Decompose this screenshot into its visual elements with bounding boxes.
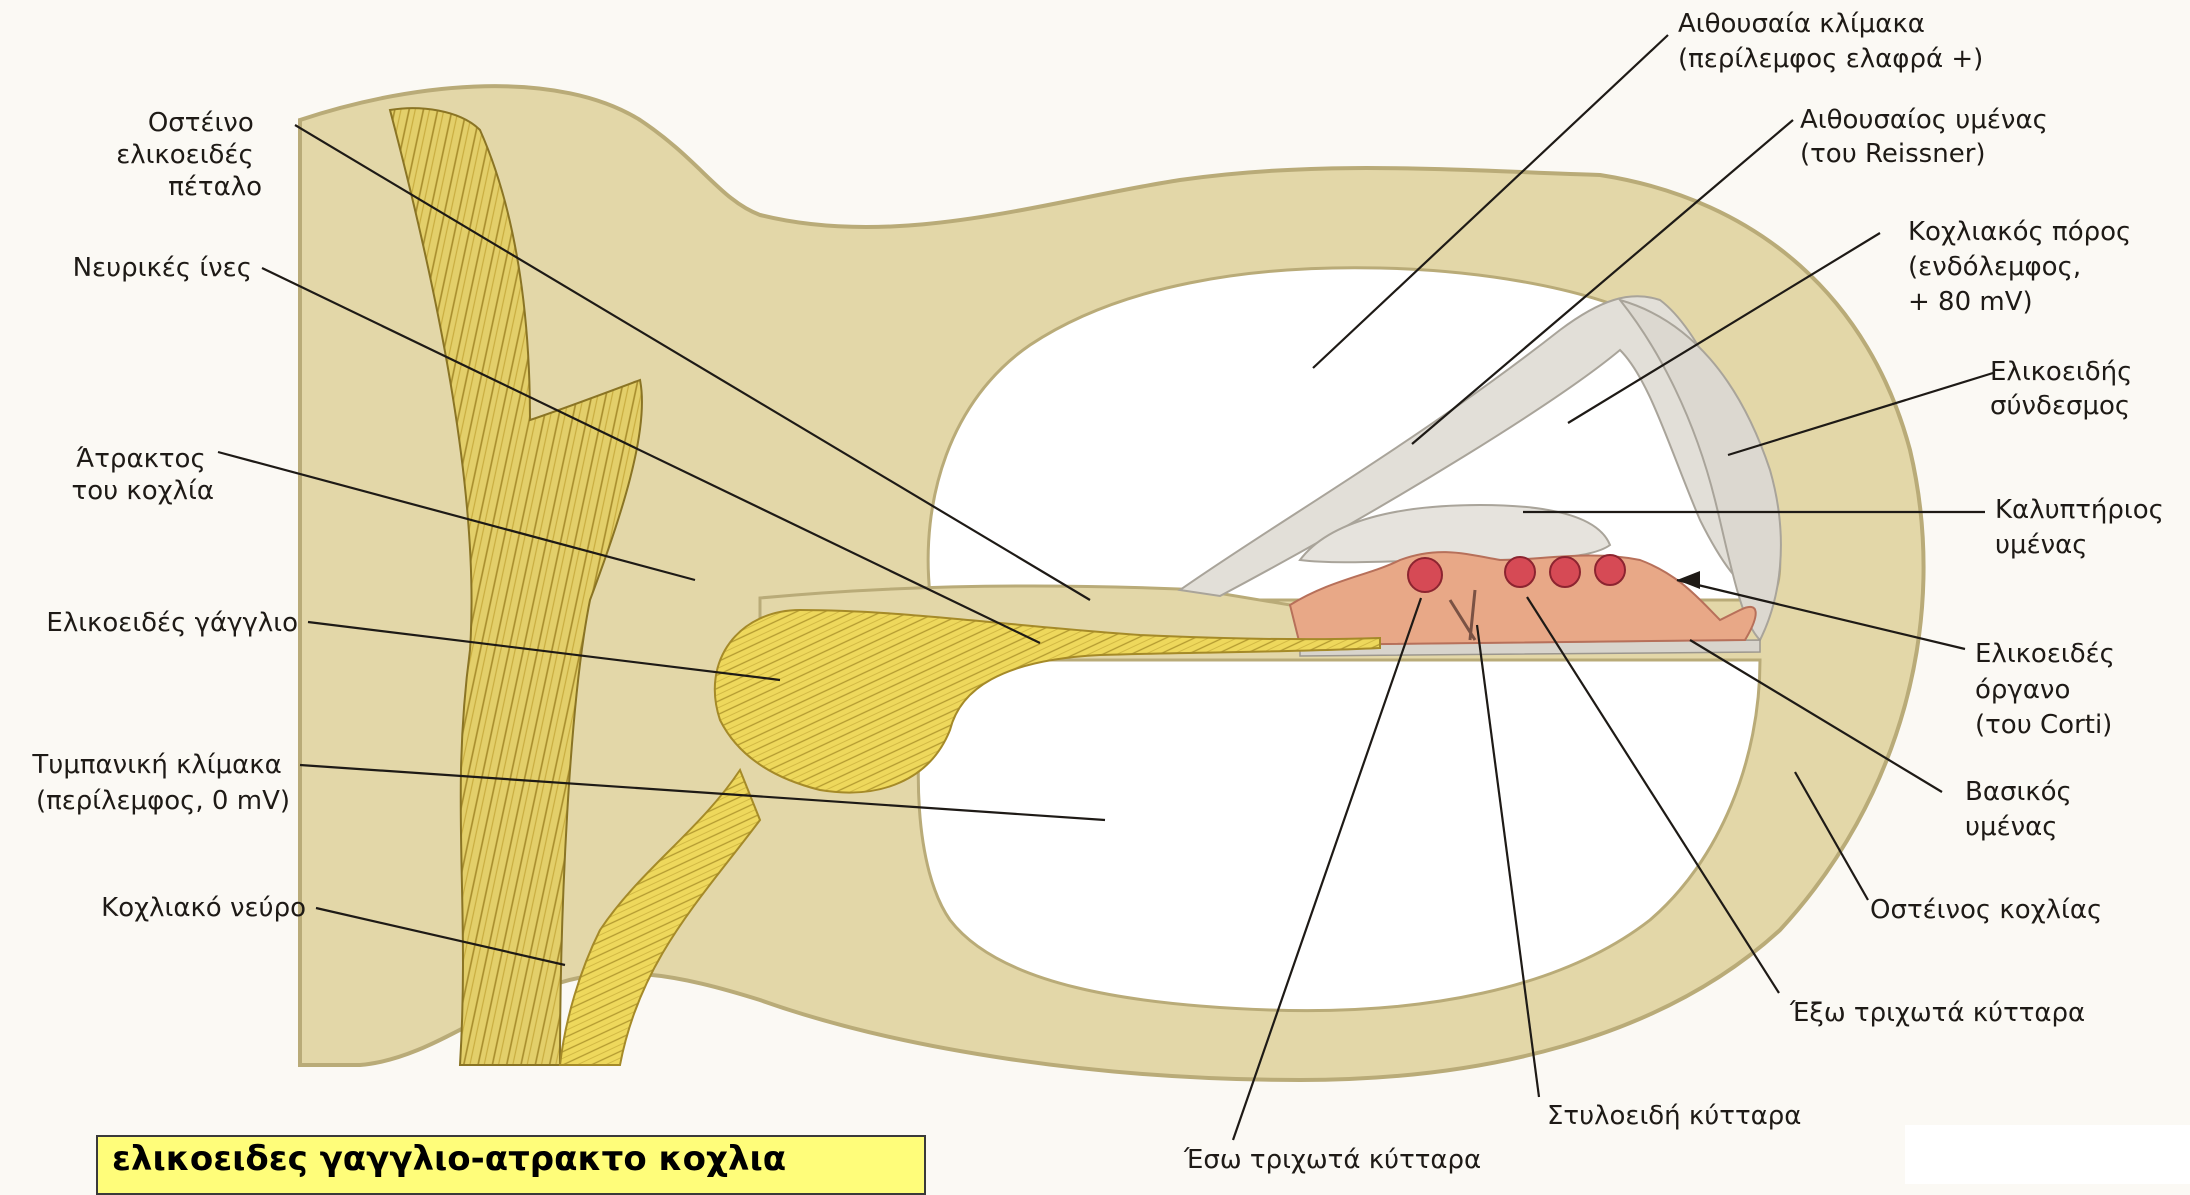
- label-nerve-fibers: Νευρικές ίνες: [73, 253, 252, 283]
- caption-text: ελικοειδες γαγγλιο-ατρακτο κοχλια: [112, 1139, 786, 1179]
- outer-hair-cell-shape: [1550, 557, 1580, 587]
- outer-hair-cell-shape: [1595, 555, 1625, 585]
- caption-box: ελικοειδες γαγγλιο-ατρακτο κοχλια: [96, 1135, 926, 1195]
- label-bony-cochlea: Οστέινος κοχλίας: [1870, 895, 2102, 925]
- label-spiral-ganglion: Ελικοειδές γάγγλιο: [46, 608, 298, 638]
- corner-patch: [1905, 1125, 2190, 1184]
- label-outer-hair-cells: Έξω τριχωτά κύτταρα: [1789, 998, 2085, 1028]
- label-cochlear-nerve: Κοχλιακό νεύρο: [101, 893, 306, 923]
- label-pillar-cells: Στυλοειδή κύτταρα: [1547, 1101, 1801, 1131]
- inner-hair-cell-shape: [1408, 558, 1442, 592]
- outer-hair-cell-shape: [1505, 557, 1535, 587]
- label-inner-hair-cells: Έσω τριχωτά κύτταρα: [1183, 1145, 1481, 1175]
